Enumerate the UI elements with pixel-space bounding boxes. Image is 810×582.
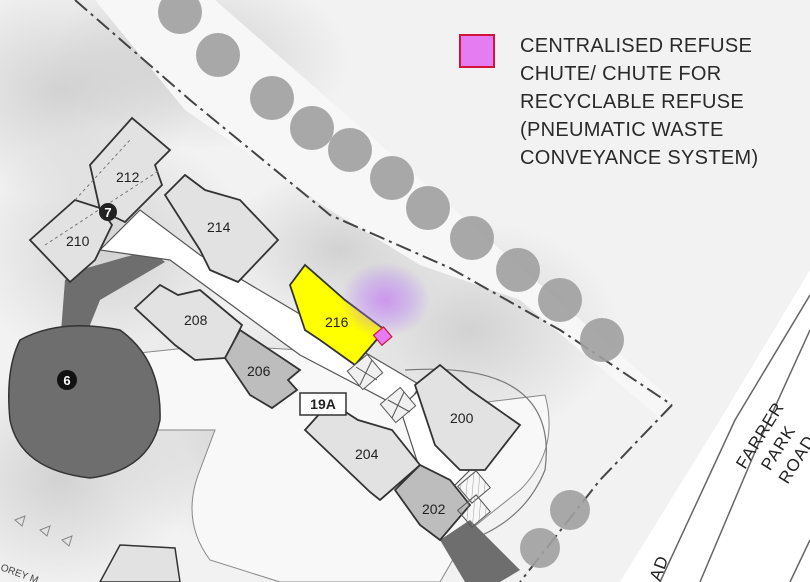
covered-walkway-south: [440, 520, 520, 582]
site-boundary-east: [519, 404, 673, 582]
block-216-highlight: [288, 263, 387, 367]
block-southwest-partial: [99, 544, 181, 582]
block-208-label: 208: [184, 312, 208, 328]
block-214-shape: [163, 173, 280, 284]
oval-area-6: [8, 325, 161, 479]
lift-cross-lines: [355, 359, 411, 419]
block-204-label: 204: [355, 446, 379, 462]
refuse-chute-glow: [340, 262, 430, 338]
tree-row: [158, 0, 624, 568]
arrow-markers: [14, 515, 73, 547]
legend-swatch-chute: [459, 34, 495, 68]
covered-walkway-west: [60, 250, 165, 350]
legend-text: CENTRALISED REFUSE CHUTE/ CHUTE FOR RECY…: [520, 35, 759, 169]
block-212-label: 212: [116, 169, 140, 185]
block-19a-badge: 19A: [299, 392, 347, 416]
block-210-label: 210: [66, 233, 90, 249]
block-206-shape: [223, 328, 302, 410]
block-200-shape: [413, 363, 522, 471]
main-road: [95, 0, 672, 418]
block-216-label: 216: [325, 314, 349, 330]
block-206-label: 206: [247, 363, 271, 379]
svg-text:19A: 19A: [310, 396, 336, 412]
block-200-label: 200: [450, 410, 474, 426]
driveway-curve: [404, 368, 547, 541]
site-boundary: [74, 0, 673, 406]
block-214-label: 214: [207, 219, 231, 235]
farrer-park-road-area: [620, 270, 810, 582]
block-202-label: 202: [422, 501, 446, 517]
svg-text:7: 7: [104, 205, 111, 220]
marker-7: 7: [99, 203, 117, 221]
svg-text:6: 6: [63, 373, 70, 388]
marker-6: 6: [57, 370, 77, 390]
refuse-chute-marker: [372, 326, 393, 347]
